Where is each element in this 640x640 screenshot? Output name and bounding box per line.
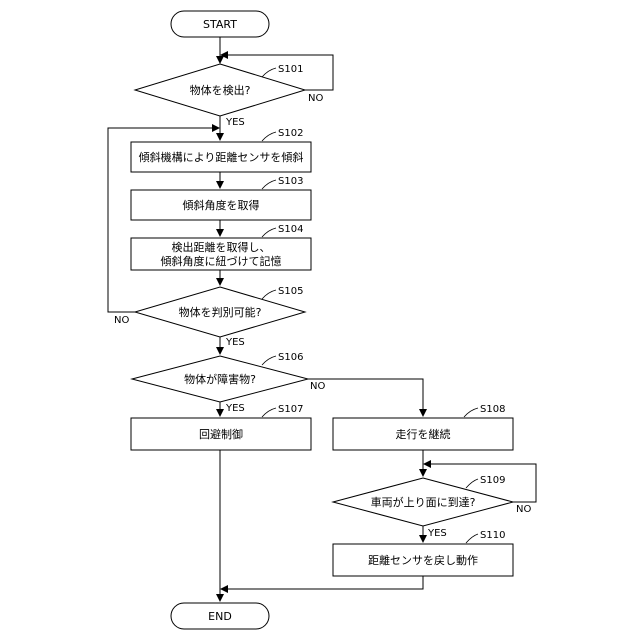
s101-step-id: S101 (278, 64, 303, 75)
s106-text: 物体が障害物? (184, 372, 256, 386)
s102-step-id: S102 (278, 128, 303, 139)
s107-text: 回避制御 (199, 427, 243, 441)
s106-no-label: NO (310, 381, 325, 392)
s105-step-id: S105 (278, 286, 303, 297)
s103-leader (262, 180, 276, 189)
s101-no-label: NO (308, 93, 323, 104)
s110-leader (466, 534, 478, 543)
s104-step-id: S104 (278, 224, 303, 235)
s108-text: 走行を継続 (396, 427, 451, 441)
s105-no-label: NO (114, 315, 129, 326)
s101-leader (262, 68, 276, 77)
s107-leader (262, 408, 276, 417)
s109-yes-label: YES (427, 528, 447, 539)
s105-yes-label: YES (225, 337, 245, 348)
s109-no-label: NO (516, 504, 531, 515)
s108-step-id: S108 (480, 404, 505, 415)
s105-text: 物体を判別可能? (179, 305, 262, 319)
s109-leader (466, 479, 478, 488)
s106-step-id: S106 (278, 352, 303, 363)
s103-step-id: S103 (278, 176, 303, 187)
s101-text: 物体を検出? (190, 83, 251, 97)
start-label: START (203, 18, 237, 31)
s106-leader (262, 356, 276, 365)
s108-leader (464, 408, 478, 417)
s110-step-id: S110 (480, 530, 505, 541)
s109-step-id: S109 (480, 475, 505, 486)
s102-text: 傾斜機構により距離センサを傾斜 (139, 150, 304, 164)
s102-leader (262, 132, 276, 141)
connector-s110-end (221, 576, 423, 589)
s104-leader (262, 228, 276, 237)
s104-text-line2: 傾斜角度に紐づけて記憶 (161, 254, 282, 268)
s101-yes-label: YES (225, 117, 245, 128)
s105-leader (262, 290, 276, 299)
s107-step-id: S107 (278, 404, 303, 415)
s110-text: 距離センサを戻し動作 (368, 553, 478, 567)
end-label: END (208, 610, 232, 623)
s103-text: 傾斜角度を取得 (183, 198, 260, 212)
s104-text-line1: 検出距離を取得し、 (172, 240, 271, 254)
s109-text: 車両が上り面に到達? (371, 495, 476, 509)
s106-yes-label: YES (225, 403, 245, 414)
